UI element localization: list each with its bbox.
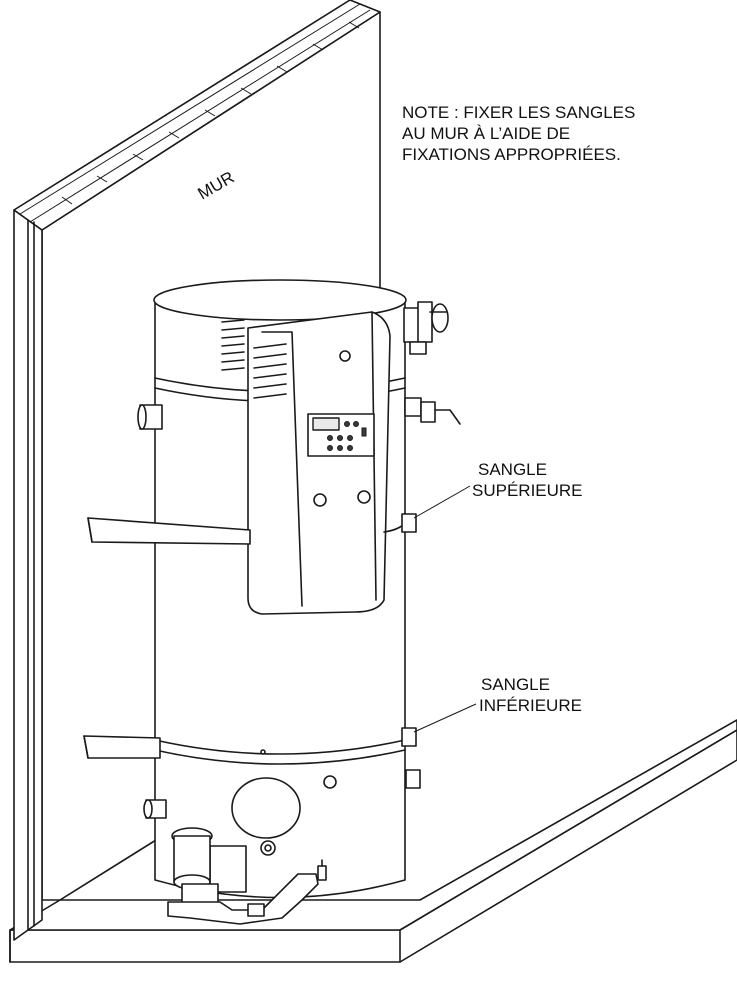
display-button-icon <box>337 435 343 441</box>
relief-valve <box>404 397 461 425</box>
note-line-2: AU MUR À L’AIDE DE <box>402 124 570 143</box>
upper-strap-label-1: SANGLE <box>478 460 547 479</box>
wall-top-studs <box>19 3 371 223</box>
lcd-screen <box>312 417 340 431</box>
labels: NOTE : FIXER LES SANGLES AU MUR À L’AIDE… <box>195 103 636 715</box>
display-button-icon <box>327 435 333 441</box>
left-inlet-pipe <box>137 404 163 430</box>
lower-strap-label-2: INFÉRIEURE <box>479 696 582 715</box>
burner-access-cover <box>231 749 337 839</box>
lower-left-inlet <box>143 799 167 819</box>
upper-strap <box>87 513 417 545</box>
upper-strap-label-2: SUPÉRIEURE <box>472 481 583 500</box>
vent-grille-left <box>221 319 245 371</box>
note-line-1: NOTE : FIXER LES SANGLES <box>402 103 635 122</box>
lower-strap-label-1: SANGLE <box>481 675 550 694</box>
display-button-icon <box>327 445 333 451</box>
right-lower-fitting <box>405 769 421 789</box>
lower-strap <box>83 727 417 759</box>
top-right-fittings <box>403 301 449 355</box>
water-heater <box>83 279 461 925</box>
display-button-icon <box>347 445 353 451</box>
leader-lines <box>413 485 477 733</box>
display-button-icon <box>344 421 350 427</box>
note-line-3: FIXATIONS APPROPRIÉES. <box>402 145 621 164</box>
display-button-icon <box>347 435 353 441</box>
front-control-panel <box>247 311 391 615</box>
display-button-icon <box>337 445 343 451</box>
condensate-piping <box>167 859 327 925</box>
display-button-icon <box>353 421 359 427</box>
